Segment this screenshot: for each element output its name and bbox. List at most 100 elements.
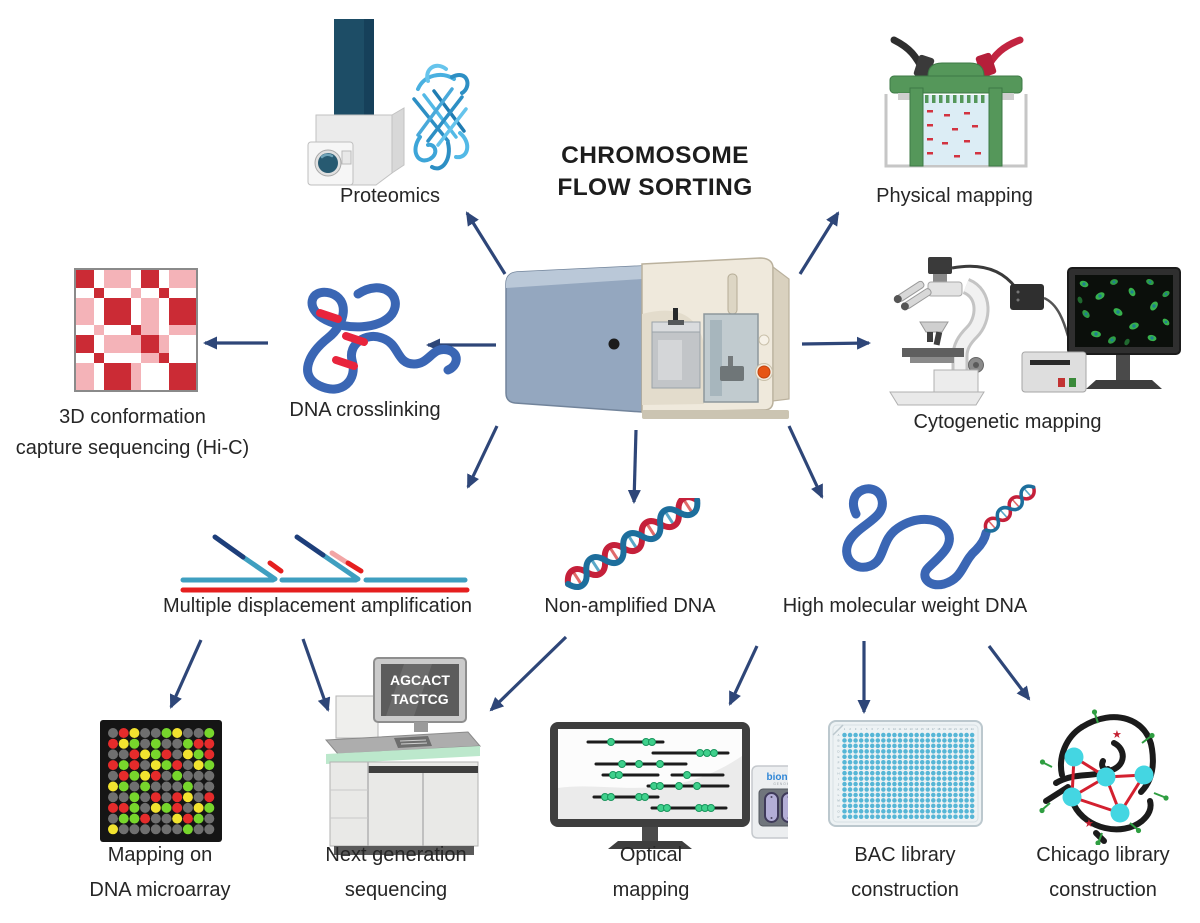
hic-heatmap-icon <box>74 268 198 392</box>
optical-mapping-label-line2: mapping <box>612 879 690 901</box>
ngs-icon: AGCACT TACTCG <box>324 657 482 855</box>
svg-text:21: 21 <box>954 727 957 731</box>
optical-mapping-label-line1: Optical <box>619 844 683 866</box>
hic-cell <box>140 353 159 363</box>
hic-cell <box>168 270 196 289</box>
svg-text:17: 17 <box>932 727 935 731</box>
physical-mapping-label: Physical mapping <box>876 185 1033 207</box>
ngs-screen-text-line1: AGCACT <box>390 672 450 688</box>
svg-text:K: K <box>837 788 839 792</box>
svg-text:7: 7 <box>877 727 879 731</box>
bac-library-label-line2: construction <box>851 879 959 901</box>
hic-cell <box>94 288 104 298</box>
page-title: CHROMOSOME FLOW SORTING <box>455 140 855 204</box>
hic-cell <box>159 334 169 353</box>
hmw-dna-label: High molecular weight DNA <box>782 595 1028 617</box>
svg-text:4: 4 <box>860 727 862 731</box>
proteomics-label: Proteomics <box>339 185 441 207</box>
hic-cell <box>159 353 169 363</box>
hic-cell <box>168 362 196 390</box>
cytogenetic-mapping-label: Cytogenetic mapping <box>913 411 1102 433</box>
hic-cell <box>168 353 196 363</box>
hic-cell <box>76 362 95 390</box>
hic-cell <box>103 288 132 298</box>
hic-cell <box>94 297 104 326</box>
svg-text:I: I <box>838 777 839 781</box>
svg-text:20: 20 <box>949 727 952 731</box>
hic-cell <box>131 297 141 326</box>
hmw-dna-icon <box>842 484 1036 590</box>
hic-cell <box>94 270 104 289</box>
hic-cell <box>159 297 169 326</box>
chicago-library-icon: ★ ★ <box>1039 709 1169 845</box>
svg-text:16: 16 <box>926 727 929 731</box>
svg-text:11: 11 <box>899 727 902 731</box>
hic-cell <box>140 297 159 326</box>
dna-microarray-label: Mapping on DNA microarray <box>60 838 260 908</box>
hic-cell <box>168 325 196 335</box>
dna-microarray-icon <box>100 720 222 842</box>
hic-cell <box>159 362 169 390</box>
bac-library-label-line1: BAC library <box>854 844 956 866</box>
svg-text:6: 6 <box>872 727 874 731</box>
svg-text:G: G <box>837 766 840 770</box>
bac-library-label: BAC library construction <box>805 838 1005 908</box>
ngs-label-line1: Next generation <box>325 844 467 866</box>
hic-cell <box>131 353 141 363</box>
svg-text:13: 13 <box>910 727 913 731</box>
flow-sorter-icon <box>505 257 790 419</box>
non-amplified-dna-icon <box>564 498 701 590</box>
proteomics-icon <box>307 19 470 186</box>
hic-cell <box>94 353 104 363</box>
optical-mapping-label: Optical mapping <box>551 838 751 908</box>
hic-cell <box>103 334 132 353</box>
hic-cell <box>103 325 132 335</box>
hic-cell <box>103 297 132 326</box>
hic-cell <box>131 362 141 390</box>
hic-cell <box>131 334 141 353</box>
svg-text:19: 19 <box>943 727 946 731</box>
hic-cell <box>94 362 104 390</box>
svg-text:O: O <box>837 810 840 814</box>
chicago-library-label-line1: Chicago library <box>1036 844 1170 866</box>
hic-cell <box>103 270 132 289</box>
hic-cell <box>131 325 141 335</box>
mda-label: Multiple displacement amplification <box>162 595 473 617</box>
hic-cell <box>140 325 159 335</box>
svg-text:12: 12 <box>904 727 907 731</box>
ngs-label: Next generation sequencing <box>296 838 496 908</box>
hic-label-line1: 3D conformation <box>59 406 206 428</box>
svg-text:J: J <box>838 782 840 786</box>
svg-text:5: 5 <box>866 727 868 731</box>
hic-cell <box>159 270 169 289</box>
cytogenetic-mapping-icon <box>889 257 1181 406</box>
hic-label: 3D conformation capture sequencing (Hi-C… <box>10 402 255 464</box>
ngs-label-line2: sequencing <box>344 879 448 901</box>
svg-text:23: 23 <box>965 727 968 731</box>
svg-text:F: F <box>838 760 840 764</box>
svg-text:M: M <box>837 799 840 803</box>
hic-cell <box>76 270 95 289</box>
dna-crosslinking-icon <box>303 283 461 394</box>
chip-brand-sub-text: GENOMICS <box>773 782 788 786</box>
svg-text:B: B <box>837 739 839 743</box>
svg-text:L: L <box>838 793 840 797</box>
svg-text:22: 22 <box>960 727 963 731</box>
hic-cell <box>131 288 141 298</box>
hic-cell <box>168 297 196 326</box>
hic-cell <box>140 362 159 390</box>
hic-label-line2: capture sequencing (Hi-C) <box>15 437 250 459</box>
chicago-library-label: Chicago library construction <box>1003 838 1200 908</box>
chicago-library-label-line2: construction <box>1049 879 1157 901</box>
svg-text:1: 1 <box>844 727 846 731</box>
hic-cell <box>94 334 104 353</box>
dna-microarray-label-line2: DNA microarray <box>89 879 231 901</box>
ngs-screen-text-line2: TACTCG <box>391 691 448 707</box>
svg-text:24: 24 <box>971 727 974 731</box>
svg-text:E: E <box>837 755 839 759</box>
svg-text:15: 15 <box>921 727 924 731</box>
hic-cell <box>140 334 159 353</box>
svg-text:A: A <box>837 733 839 737</box>
hic-cell <box>131 270 141 289</box>
